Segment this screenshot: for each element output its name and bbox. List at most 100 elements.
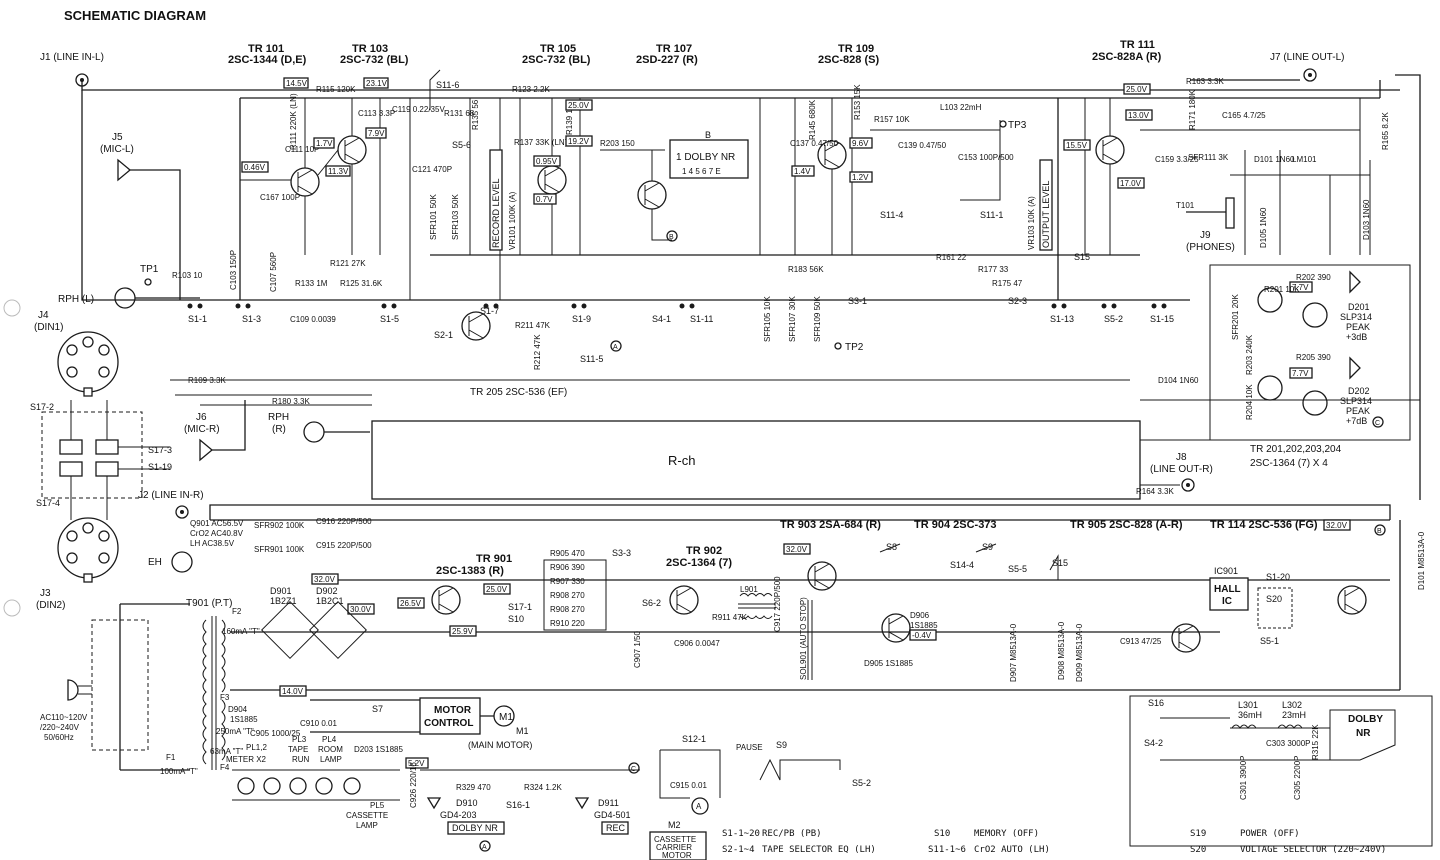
s9-label: S9	[776, 740, 787, 750]
c915b-label: C915 0.01	[670, 781, 707, 790]
r905-label: R905 470	[550, 549, 585, 558]
s11-1-label: S10	[508, 614, 524, 624]
r135-label: R135 56	[471, 99, 480, 130]
r211-label: R211 47K	[515, 321, 551, 330]
r183-label: R183 56K	[788, 265, 824, 274]
tr905-symbol	[1171, 623, 1201, 653]
j3-sub: (DIN2)	[36, 600, 65, 611]
j8-label: J8	[1176, 452, 1187, 463]
s4-2-label: S4-1	[652, 314, 671, 324]
c303-label: C303 3000P	[1266, 739, 1310, 748]
r153-label: R153 15K	[853, 84, 862, 120]
marker-b-top: B	[669, 234, 674, 241]
d103-label: D103 1N60	[1362, 199, 1371, 240]
v-minus-0-4: -0.4V	[912, 631, 932, 640]
primary-circuit: AC110~120V /220~240V 50/60Hz F2 160mA "T…	[40, 603, 383, 776]
s17-switch-bank: S17-2 S17-3 S17-4 S1-19	[30, 400, 172, 520]
transistor-labels: TR 101 2SC-1344 (D,E) TR 103 2SC-732 (BL…	[228, 39, 1162, 66]
tr101-symbol	[290, 167, 320, 197]
tr902-id: TR 902	[686, 545, 722, 557]
m2-label: M2	[668, 820, 681, 830]
peak-meter-section: R201 10K R202 390 R203 240K R204 10K R20…	[1209, 264, 1411, 469]
c165-label: C165 4.7/25	[1222, 111, 1266, 120]
d908-label: D908 M8513A-0	[1057, 621, 1066, 680]
tr103-symbol	[337, 135, 367, 165]
s17-2-label: S17-3	[148, 445, 172, 455]
d201-part: SLP314	[1340, 312, 1372, 322]
binder-holes	[3, 299, 21, 617]
tr103-id: TR 103	[352, 43, 388, 55]
vr103-label: VR103 10K (A)	[1027, 196, 1036, 250]
r201-label: R201 10K	[1264, 285, 1300, 294]
d201-peak: PEAK	[1346, 322, 1370, 332]
j5-sub: (MIC-L)	[100, 144, 134, 155]
s1-3-label: S1-3	[242, 314, 261, 324]
r115-label: R115 120K	[316, 85, 356, 94]
v-1-7: 1.7V	[316, 139, 333, 148]
d202-part: SLP314	[1340, 396, 1372, 406]
d905-label: D905 1S1885	[864, 659, 913, 668]
t901-label: T901 (P.T)	[186, 598, 233, 609]
j4-label: J4	[38, 310, 49, 321]
pl5-sub1: CASSETTE	[346, 811, 388, 820]
s12-1-label: S11-6	[436, 80, 459, 90]
d201-db: +3dB	[1346, 332, 1367, 342]
j8-sub: (LINE OUT-R)	[1150, 464, 1213, 475]
s1-13-label: S1-13	[1050, 314, 1074, 324]
level-controls: RECORD LEVEL VR101 100K (A) OUTPUT LEVEL…	[489, 149, 1053, 251]
d904-part: 1S1885	[230, 715, 258, 724]
legend-5-code: S20	[1190, 845, 1206, 855]
t101-label: T101	[1176, 201, 1195, 210]
dolby-nr-ic: 1 DOLBY NR 1 4 5 6 7 E B	[669, 130, 749, 179]
ac-input-label: AC110~120V	[40, 713, 88, 722]
v-19-2: 19.2V	[568, 137, 590, 146]
voltage-markers: 14.5V 23.1V 7.9V 1.7V 11.3V 0.46V 25.0V …	[241, 77, 1313, 379]
r103-label: R103 10	[172, 271, 203, 280]
pl4-sub2: LAMP	[320, 755, 342, 764]
d202-db: +7dB	[1346, 416, 1367, 426]
tr109-id: TR 109	[838, 43, 874, 55]
tr205-label: TR 205 2SC-536 (EF)	[470, 387, 567, 398]
l301-val: 36mH	[1238, 710, 1262, 720]
j1-connector: J1 (LINE IN-L)	[40, 52, 104, 87]
c913-label: C913 47/25	[1120, 637, 1162, 646]
tr105-id: TR 105	[540, 43, 576, 55]
sfr105-label: SFR105 10K	[763, 296, 772, 342]
s17-4-label: S1-19	[148, 462, 172, 472]
r907-label: R907 330	[550, 577, 585, 586]
tr203-symbol	[461, 311, 491, 341]
s17-3-label: S17-4	[36, 498, 60, 508]
v-7-7-b: 7.7V	[1292, 369, 1309, 378]
top-switch-contacts	[187, 303, 1167, 309]
s5-5-label: S5-5	[1008, 564, 1027, 574]
j5-connector: J5 (MIC-L)	[100, 132, 181, 300]
pl5-label: PL5	[370, 801, 385, 810]
v-14-5: 14.5V	[286, 79, 308, 88]
pilot-lamps: PL1,2 METER X2 PL3 TAPE RUN PL4 ROOM LAM…	[226, 735, 418, 830]
hall-ic: HALL IC IC901 S1-20 S20 S5-1	[1209, 566, 1293, 646]
j6-label: J6	[196, 412, 207, 423]
legend-1-desc: TAPE SELECTOR EQ (LH)	[762, 845, 876, 855]
carrier-line1: CASSETTE	[654, 835, 696, 844]
sfr201-label: SFR201 20K	[1231, 294, 1240, 340]
r-channel-label: R-ch	[668, 453, 695, 468]
pl5-sub2: LAMP	[356, 821, 378, 830]
c905-label: C905 1000/25	[250, 729, 301, 738]
tr111-symbol	[1095, 135, 1125, 165]
v-1-4: 1.4V	[794, 167, 811, 176]
s4-1-label: S4-2	[1144, 738, 1163, 748]
d105-label: D105 1N60	[1259, 207, 1268, 248]
d906-label: D906	[910, 611, 930, 620]
d902-part: 1B2C1	[316, 596, 344, 606]
f4-label: F4	[220, 763, 230, 772]
rph-l-label: RPH (L)	[58, 294, 94, 305]
r163-label: R163 3.3K	[1186, 77, 1224, 86]
tr904-symbol	[881, 613, 911, 643]
s5-6-label: S5-2	[1104, 314, 1123, 324]
top-component-labels: R115 120K R111 220K (LN) R123 2.2K R131 …	[172, 77, 1390, 385]
carrier-line3: MOTOR	[662, 851, 692, 860]
tr904-label: TR 904 2SC-373	[914, 519, 997, 531]
legend-5-desc: VOLTAGE SELECTOR (220~240V)	[1240, 845, 1386, 855]
r165-label: R165 8.2K	[1381, 112, 1390, 150]
